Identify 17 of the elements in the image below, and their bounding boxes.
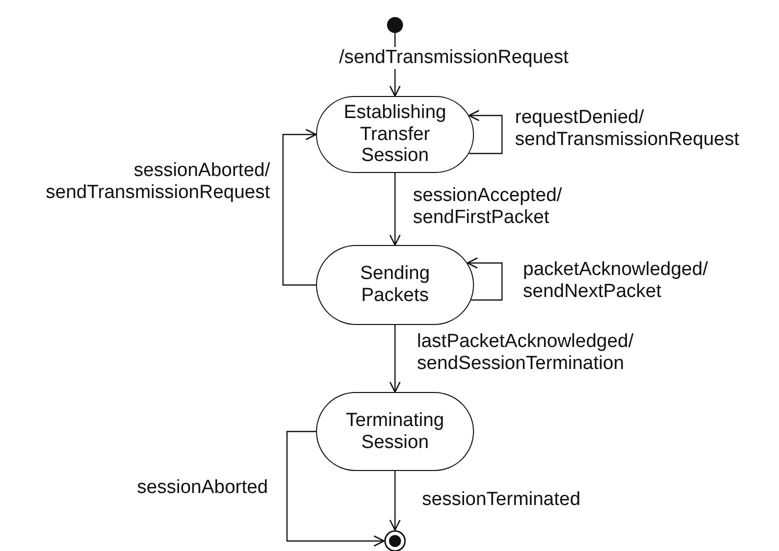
state-box [316,96,474,173]
transition-arrow [389,173,401,246]
edge-label: requestDenied/ sendTransmissionRequest [513,107,742,151]
edge-label: sessionAborted/ sendTransmissionRequest [44,160,272,204]
transition-arrow [468,110,503,154]
transition-arrow [286,430,385,547]
state-name: Terminating Session [346,410,444,454]
edge-label: /sendTransmissionRequest [337,47,571,69]
transition-arrow [389,325,401,393]
transition-arrow [389,471,401,531]
initial-state-dot [387,17,403,33]
state-name: Establishing Transfer Session [344,102,446,168]
final-state-marker [384,530,406,551]
transition-arrow [282,128,317,286]
state-name: Sending Packets [360,263,430,307]
transition-arrow [466,257,503,301]
state-box [316,245,474,325]
